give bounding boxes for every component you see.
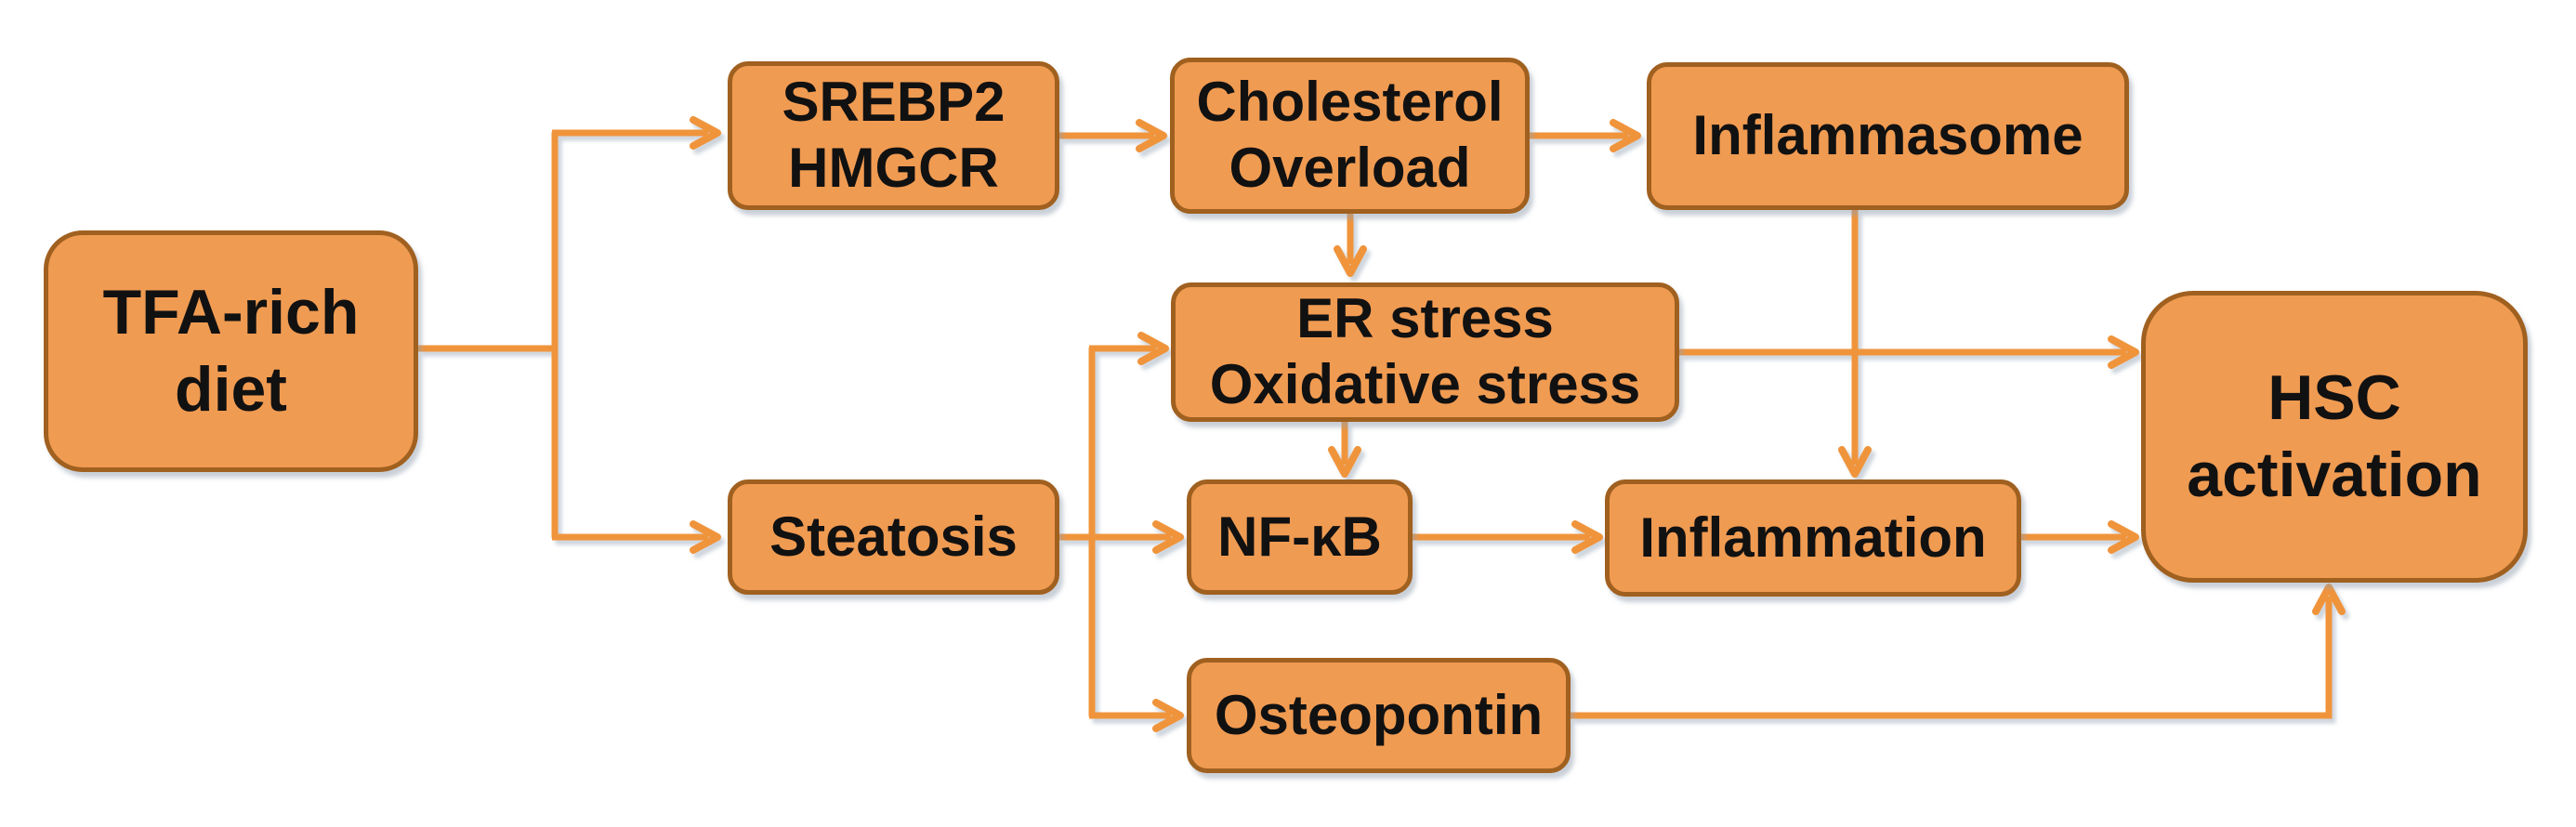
- node-inflammasome: Inflammasome: [1647, 62, 2129, 210]
- node-label: Cholesterol Overload: [1196, 71, 1504, 199]
- node-srebp2-hmgcr: SREBP2 HMGCR: [728, 61, 1059, 210]
- node-osteopontin: Osteopontin: [1187, 658, 1571, 773]
- node-label: TFA-rich diet: [102, 277, 360, 425]
- node-label: NF-κB: [1217, 505, 1382, 568]
- node-label: SREBP2 HMGCR: [782, 71, 1005, 199]
- node-er-oxidative-stress: ER stress Oxidative stress: [1171, 282, 1679, 422]
- node-cholesterol-overload: Cholesterol Overload: [1170, 58, 1530, 214]
- node-label: Inflammation: [1639, 505, 1987, 569]
- node-steatosis: Steatosis: [728, 479, 1059, 595]
- node-inflammation: Inflammation: [1605, 479, 2021, 597]
- node-nfkb: NF-κB: [1187, 479, 1413, 595]
- node-label: Osteopontin: [1214, 683, 1544, 746]
- edge-osteopontin-to-hsc: [1571, 584, 2346, 719]
- node-label: ER stress Oxidative stress: [1209, 287, 1641, 415]
- node-label: HSC activation: [2187, 362, 2482, 510]
- node-hsc-activation: HSC activation: [2141, 291, 2528, 583]
- node-label: Inflammasome: [1692, 104, 2083, 167]
- node-tfa-diet: TFA-rich diet: [44, 230, 418, 472]
- node-label: Steatosis: [769, 505, 1018, 568]
